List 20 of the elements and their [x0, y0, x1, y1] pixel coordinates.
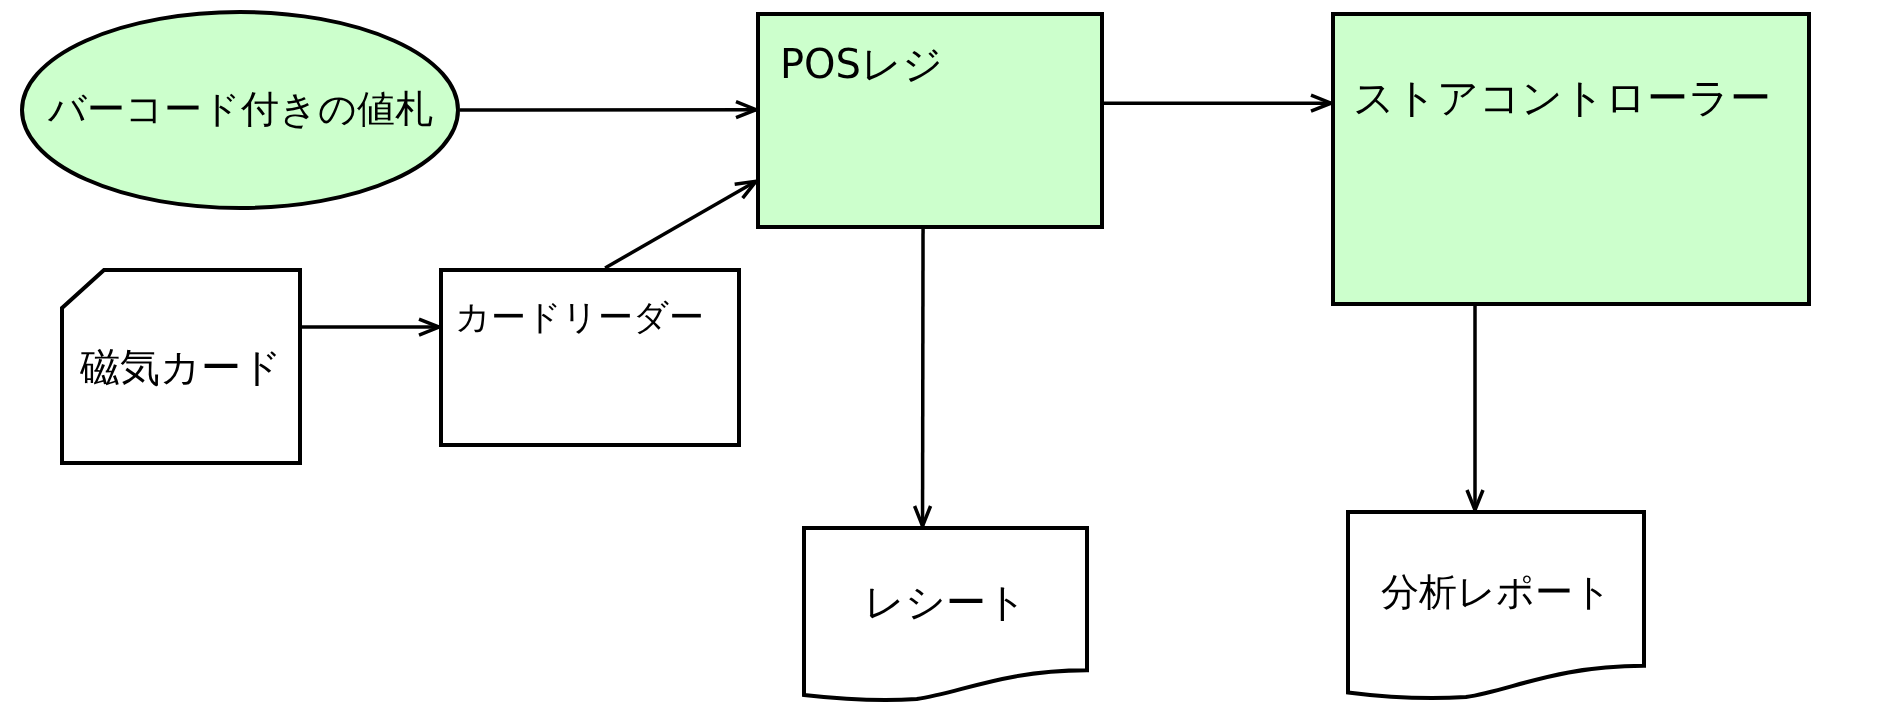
arrow — [302, 317, 441, 337]
arrow — [604, 179, 758, 270]
node-label: POSレジ — [780, 40, 943, 88]
node-label: レシート — [864, 578, 1027, 626]
process-box — [439, 268, 741, 447]
document-shape — [802, 526, 1089, 702]
arrow — [912, 229, 933, 528]
node-label: バーコード付きの値札 — [47, 87, 433, 133]
process-box — [1331, 12, 1811, 306]
terminal-ellipse — [20, 10, 460, 210]
process-box — [756, 12, 1104, 229]
card-shape — [60, 268, 302, 465]
arrow — [1104, 93, 1333, 113]
node-label: 磁気カード — [80, 342, 282, 391]
node-label: ストアコントローラー — [1353, 74, 1771, 124]
node-label: カードリーダー — [455, 296, 704, 338]
document-shape — [1346, 510, 1646, 700]
arrow — [460, 99, 758, 120]
node-label: 分析レポート — [1380, 570, 1612, 616]
arrow — [1465, 306, 1485, 512]
